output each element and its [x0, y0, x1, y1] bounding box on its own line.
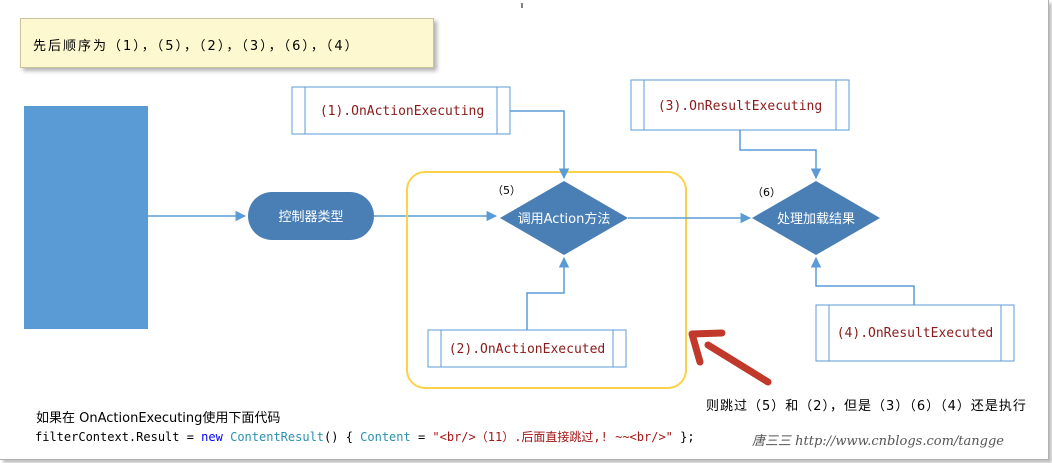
code-caption: 如果在 OnActionExecuting使用下面代码: [36, 411, 281, 426]
code-type: ContentResult: [230, 430, 325, 444]
invoke-action-node: [500, 181, 628, 255]
on-action-executed-box: [427, 329, 627, 368]
on-result-executed-label: (4).OnResultExecuted: [837, 326, 994, 341]
code-keyword-new: new: [201, 430, 223, 444]
skip-note: 则跳过（5）和（2），但是（3）（6）（4）还是执行: [706, 399, 1027, 414]
watermark: 唐三三 http://www.cnblogs.com/tangge: [752, 434, 1004, 449]
controller-type-label: 控制器类型: [278, 210, 343, 225]
code-string: "<br/>（11）.后面直接跳过,! ~~<br/>": [432, 430, 673, 444]
on-result-executing-box: [630, 79, 850, 131]
arrow-executed-to-invoke: [526, 256, 570, 330]
order-note-text: 先后顺序为（1），（5），（2），（3），（6），（4）: [33, 39, 360, 54]
action-filter-highlight: [406, 171, 687, 389]
order-note: 先后顺序为（1），（5），（2），（3），（6），（4）: [20, 18, 434, 68]
code-part-1: filterContext.Result =: [35, 430, 202, 444]
big-red-arrow: [688, 329, 772, 386]
on-action-executing-label: (1).OnActionExecuting: [320, 104, 484, 119]
code-space: [223, 430, 230, 444]
step-6-label: （6）: [752, 186, 781, 199]
on-action-executed-label: (2).OnActionExecuted: [449, 342, 606, 357]
arrow-result-executing-to-handle: [739, 130, 822, 180]
code-part-2: () {: [324, 430, 361, 444]
controller-type-node: [248, 192, 374, 240]
code-part-4: };: [672, 430, 695, 444]
on-result-executed-box: [815, 304, 1015, 362]
code-property: Content: [360, 430, 411, 444]
arrow-executing-to-invoke: [510, 110, 570, 180]
handle-result-node: [752, 181, 880, 255]
code-part-3: =: [410, 430, 433, 444]
code-line: filterContext.Result = new ContentResult…: [35, 428, 695, 445]
on-result-executing-label: (3).OnResultExecuting: [658, 99, 822, 114]
invoke-action-label: 调用Action方法: [518, 211, 611, 227]
request-block: [24, 106, 148, 329]
step-5-label: （5）: [492, 184, 521, 197]
handle-result-label: 处理加载结果: [777, 212, 855, 227]
arrow-result-executed-to-handle: [810, 256, 915, 305]
